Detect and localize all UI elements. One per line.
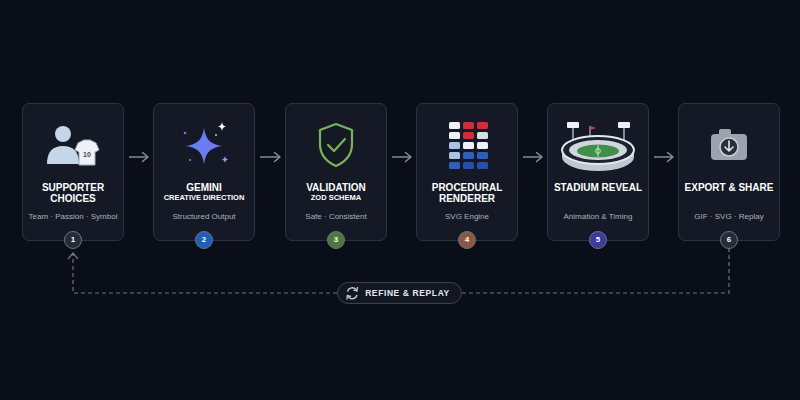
step-caption: SVG Engine: [419, 212, 515, 222]
arrow-head: [275, 153, 281, 162]
step-title: SUPPORTER CHOICES: [27, 182, 119, 204]
flow-arrow: [654, 153, 673, 162]
step-title: STADIUM REVEAL: [552, 182, 644, 193]
step-title: EXPORT & SHARE: [683, 182, 775, 193]
loop-label: REFINE & REPLAY: [365, 288, 450, 298]
process-card: EXPORT & SHAREGIF · SVG · Replay6: [678, 103, 780, 241]
step-caption: Safe · Consistent: [288, 212, 384, 222]
arrow-head: [406, 153, 412, 162]
arrow-head: [69, 253, 78, 259]
flow-arrow: [129, 153, 148, 162]
flow-arrow: [392, 153, 411, 162]
arrow-head: [668, 153, 674, 162]
jersey-number: 10: [79, 151, 95, 159]
step-caption: Team · Passion · Symbol: [25, 212, 121, 222]
flow-arrow: [523, 153, 542, 162]
connector-line: [73, 253, 337, 293]
connector-line: [392, 156, 411, 157]
connector-line: [260, 156, 280, 157]
flow-arrow: [260, 153, 280, 162]
title-block: STADIUM REVEAL: [552, 182, 644, 193]
step-number: 2: [195, 231, 213, 249]
step-title: PROCEDURAL RENDERER: [421, 182, 513, 204]
process-card: GEMINICREATIVE DIRECTION Structured Outpu…: [153, 103, 255, 241]
step-title: GEMINI: [158, 182, 250, 193]
title-block: PROCEDURAL RENDERER: [421, 182, 513, 204]
step-caption: Structured Output: [156, 212, 252, 222]
title-block: VALIDATIONZOD SCHEMA: [290, 182, 382, 202]
process-card: VALIDATIONZOD SCHEMASafe · Consistent3: [285, 103, 387, 241]
step-caption: Animation & Timing: [550, 212, 646, 222]
connector-line: [654, 156, 673, 157]
arrow-head: [537, 153, 543, 162]
step-number: 4: [458, 231, 476, 249]
step-number: 1: [64, 231, 82, 249]
process-card: STADIUM REVEALAnimation & Timing5: [547, 103, 649, 241]
title-block: EXPORT & SHARE: [683, 182, 775, 193]
connector-line: [523, 156, 542, 157]
step-number: 3: [327, 231, 345, 249]
title-block: GEMINICREATIVE DIRECTION: [158, 182, 250, 202]
process-card: PROCEDURAL RENDERERSVG Engine4: [416, 103, 518, 241]
step-number: 5: [589, 231, 607, 249]
process-card: SUPPORTER CHOICES Team · Passion · Symbol…: [22, 103, 124, 241]
arrow-head: [143, 153, 149, 162]
title-block: SUPPORTER CHOICES: [27, 182, 119, 204]
step-number: 6: [720, 231, 738, 249]
step-title: VALIDATION: [290, 182, 382, 193]
step-subtitle: ZOD SCHEMA: [290, 193, 382, 202]
step-caption: GIF · SVG · Replay: [681, 212, 777, 222]
loop-pill: REFINE & REPLAY: [337, 282, 462, 304]
step-subtitle: CREATIVE DIRECTION: [158, 193, 250, 202]
connector-line: [129, 156, 148, 157]
loop-connector: [69, 253, 338, 293]
